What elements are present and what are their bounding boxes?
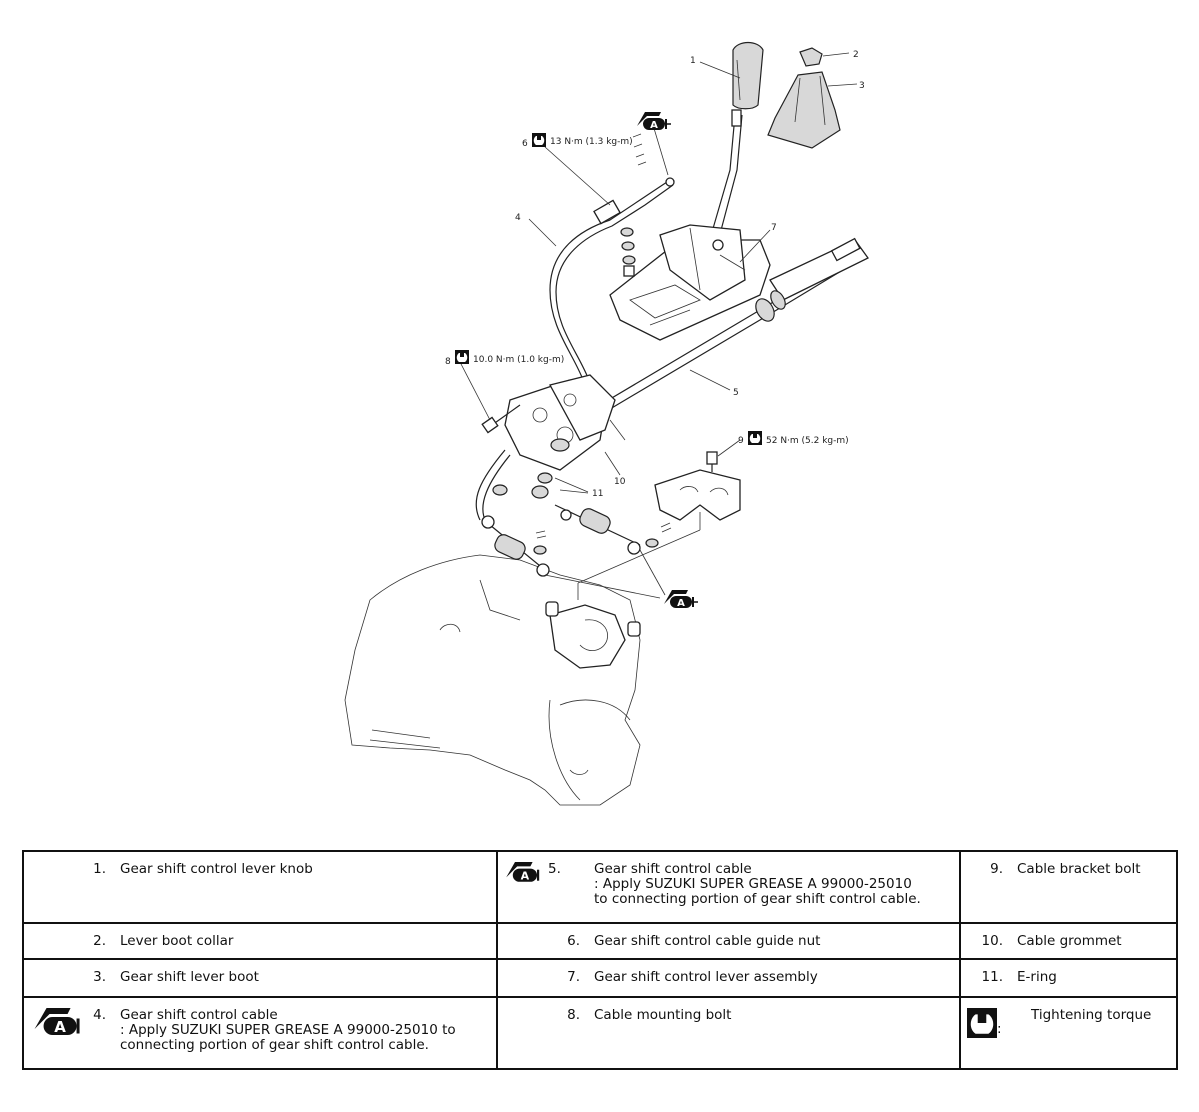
callout-3: 3 xyxy=(859,81,865,91)
grease-A-icon: A xyxy=(506,862,540,883)
torque-wrench-icon xyxy=(455,350,469,364)
legend-cell: 1.Gear shift control lever knob xyxy=(22,850,498,924)
grease-A-icon: A xyxy=(34,1008,80,1036)
legend-cell: 8.Cable mounting bolt xyxy=(496,996,961,1070)
torque-spec-6: 13 N·m (1.3 kg-m) xyxy=(532,133,633,147)
callout-10: 10 xyxy=(614,477,626,487)
grease-symbol-top xyxy=(636,111,672,132)
cable-guide-nut xyxy=(620,133,647,277)
torque-wrench-icon xyxy=(532,133,546,147)
callout-2: 2 xyxy=(853,50,859,60)
gear-shift-control-cable-5 xyxy=(599,237,869,413)
leader-lines xyxy=(459,52,858,600)
transmission-case xyxy=(344,554,641,806)
legend-cell: 7.Gear shift control lever assembly xyxy=(496,958,961,998)
callout-5: 5 xyxy=(733,388,739,398)
cable-grommet-bracket xyxy=(504,374,616,471)
torque-spec-9: 52 N·m (5.2 kg-m) xyxy=(748,431,849,446)
grease-A-icon xyxy=(663,589,699,610)
svg-text:52 N·m (5.2 kg-m): 52 N·m (5.2 kg-m) xyxy=(766,436,849,446)
callout-9: 9 xyxy=(738,436,744,446)
cable-bracket xyxy=(654,451,741,521)
gear-shift-knob xyxy=(732,41,764,110)
svg-text:10.0 N·m (1.0 kg-m): 10.0 N·m (1.0 kg-m) xyxy=(473,355,564,365)
gear-shift-lever-boot xyxy=(767,71,841,149)
legend-cell: 2.Lever boot collar xyxy=(22,922,498,960)
shift-lever xyxy=(711,109,743,235)
lever-boot-collar xyxy=(799,47,823,67)
legend-cell: 3.Gear shift lever boot xyxy=(22,958,498,998)
gear-shift-lever-assembly xyxy=(609,224,771,341)
cable-mounting-bolt xyxy=(481,404,521,434)
cable-ends-lower xyxy=(481,472,672,577)
torque-wrench-icon xyxy=(967,1008,997,1038)
grease-A-icon xyxy=(636,111,672,132)
legend-row: 3.Gear shift lever boot 7.Gear shift con… xyxy=(22,958,1178,998)
legend-cell: 9.Cable bracket bolt xyxy=(959,850,1178,924)
callout-4: 4 xyxy=(515,213,521,223)
legend-cell: 11.E-ring xyxy=(959,958,1178,998)
exploded-view-diagram: A xyxy=(344,41,869,806)
callout-7: 7 xyxy=(771,223,777,233)
legend-cell: :Tightening torque xyxy=(959,996,1178,1070)
svg-text:13 N·m (1.3 kg-m): 13 N·m (1.3 kg-m) xyxy=(550,137,633,147)
svg-text:A: A xyxy=(521,870,530,883)
callout-8: 8 xyxy=(445,357,451,367)
legend-cell: 6.Gear shift control cable guide nut xyxy=(496,922,961,960)
callouts: 1 2 3 4 5 6 7 8 9 10 11 xyxy=(445,50,865,499)
torque-spec-8: 10.0 N·m (1.0 kg-m) xyxy=(455,350,564,365)
legend-row: 2.Lever boot collar 6.Gear shift control… xyxy=(22,922,1178,960)
gear-shift-control-cable-4 xyxy=(475,177,675,523)
torque-wrench-icon xyxy=(748,431,762,445)
svg-text:A: A xyxy=(54,1018,66,1036)
legend-cell: 10.Cable grommet xyxy=(959,922,1178,960)
callout-1: 1 xyxy=(690,56,696,66)
callout-11: 11 xyxy=(592,489,603,499)
callout-6: 6 xyxy=(522,139,528,149)
grease-symbol-bottom xyxy=(663,589,699,610)
